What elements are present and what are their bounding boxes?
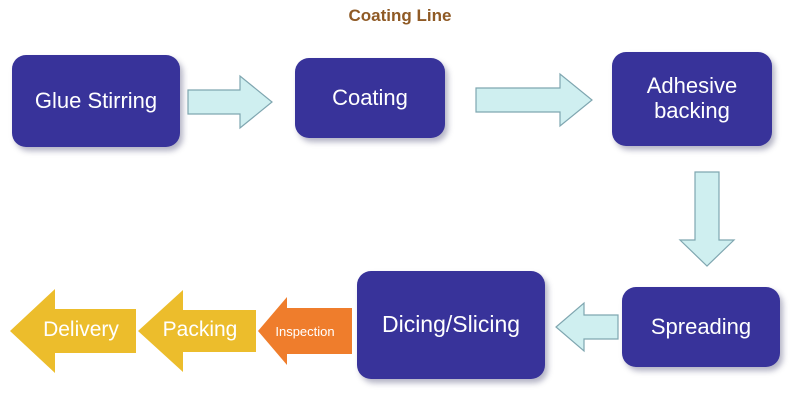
step-coating: Coating <box>295 58 445 138</box>
delivery-arrow <box>10 289 136 373</box>
step-glue-stirring: Glue Stirring <box>12 55 180 147</box>
arrow-spreading-to-dicing <box>555 301 619 353</box>
arrow-adhesive-to-spreading <box>678 171 736 267</box>
step-packing-label: Packing <box>162 318 238 341</box>
packing-arrow <box>138 290 256 372</box>
inspection-arrow <box>258 297 352 365</box>
arrow-coating-to-adhesive <box>475 72 593 128</box>
step-spreading: Spreading <box>622 287 780 367</box>
step-dicing-slicing: Dicing/Slicing <box>357 271 545 379</box>
step-delivery-label: Delivery <box>43 318 119 341</box>
step-adhesive-backing: Adhesive backing <box>612 52 772 146</box>
diagram-title: Coating Line <box>348 6 452 25</box>
step-inspection-label: Inspection <box>275 323 335 339</box>
arrow-glue-to-coating <box>187 74 273 130</box>
